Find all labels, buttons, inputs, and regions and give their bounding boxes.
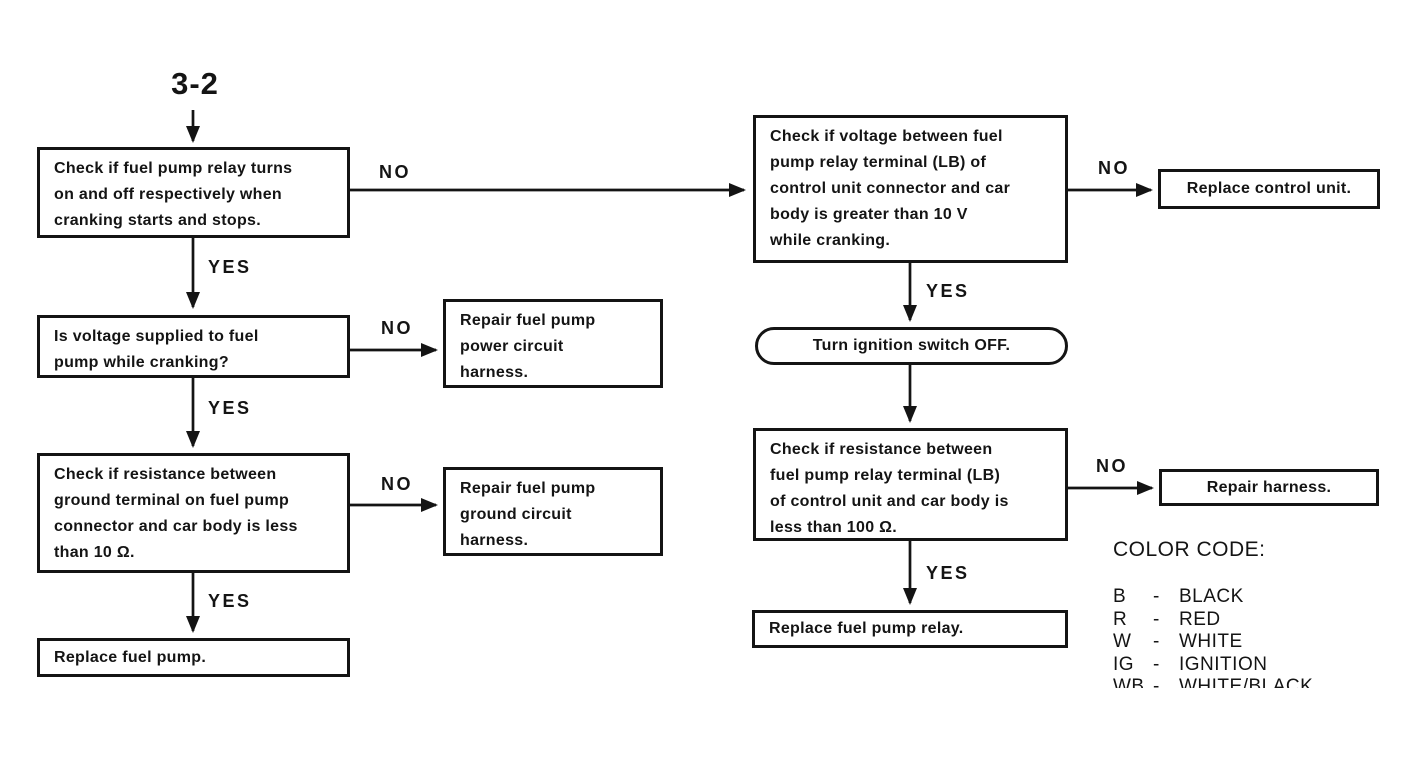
color-code-row: WB - WHITE/BLACK	[1113, 676, 1413, 688]
node-repair-harness: Repair harness.	[1159, 469, 1379, 506]
color-code-name: RED	[1179, 608, 1221, 630]
edge-label-no-3: NO	[381, 474, 413, 494]
node-replace-fuel-pump-relay: Replace fuel pump relay.	[752, 610, 1068, 648]
edge-label-no-1: NO	[379, 162, 411, 182]
color-code-name: WHITE	[1179, 631, 1243, 652]
color-code-separator: -	[1153, 631, 1160, 652]
color-code-separator: -	[1153, 608, 1160, 630]
edge-label-no-right-1: NO	[1098, 158, 1130, 178]
node-check-relay-on-off: Check if fuel pump relay turns on and of…	[37, 147, 350, 238]
color-code-name: BLACK	[1179, 586, 1244, 607]
edge-label-yes-1: YES	[208, 257, 252, 277]
node-replace-fuel-pump: Replace fuel pump.	[37, 638, 350, 677]
color-code-row: R - RED	[1113, 609, 1413, 632]
color-code-separator: -	[1153, 653, 1160, 675]
edge-label-yes-right-1: YES	[926, 281, 970, 301]
color-code-name: IGNITION	[1179, 653, 1268, 675]
color-code-separator: -	[1153, 676, 1160, 688]
color-code-row: W - WHITE	[1113, 631, 1413, 654]
node-resistance-ground-terminal: Check if resistance between ground termi…	[37, 453, 350, 573]
edge-label-no-2: NO	[381, 318, 413, 338]
node-repair-ground-circuit-harness: Repair fuel pump ground circuit harness.	[443, 467, 663, 556]
color-code-row: IG - IGNITION	[1113, 654, 1413, 677]
node-check-voltage-lb-terminal: Check if voltage between fuel pump relay…	[753, 115, 1068, 263]
edge-label-yes-right-2: YES	[926, 563, 970, 583]
color-code-title: COLOR CODE:	[1113, 538, 1266, 561]
node-repair-power-circuit-harness: Repair fuel pump power circuit harness.	[443, 299, 663, 388]
color-code-legend: COLOR CODE: B - BLACK R - RED W - WHITE …	[1113, 538, 1413, 688]
entry-reference-label: 3-2	[171, 66, 219, 101]
node-voltage-to-pump: Is voltage supplied to fuel pump while c…	[37, 315, 350, 378]
node-replace-control-unit: Replace control unit.	[1158, 169, 1380, 209]
edge-label-yes-3: YES	[208, 591, 252, 611]
color-code-name: WHITE/BLACK	[1179, 676, 1314, 688]
color-code-abbrev: IG	[1113, 653, 1135, 675]
color-code-row: B - BLACK	[1113, 586, 1413, 609]
color-code-abbrev: R	[1113, 608, 1128, 630]
color-code-abbrev: W	[1113, 631, 1132, 652]
color-code-abbrev: WB	[1113, 676, 1145, 688]
node-turn-ignition-off: Turn ignition switch OFF.	[755, 327, 1068, 365]
edge-label-yes-2: YES	[208, 398, 252, 418]
node-check-resistance-lb-terminal: Check if resistance between fuel pump re…	[753, 428, 1068, 541]
edge-label-no-right-2: NO	[1096, 456, 1128, 476]
color-code-abbrev: B	[1113, 586, 1127, 607]
color-code-separator: -	[1153, 586, 1160, 607]
